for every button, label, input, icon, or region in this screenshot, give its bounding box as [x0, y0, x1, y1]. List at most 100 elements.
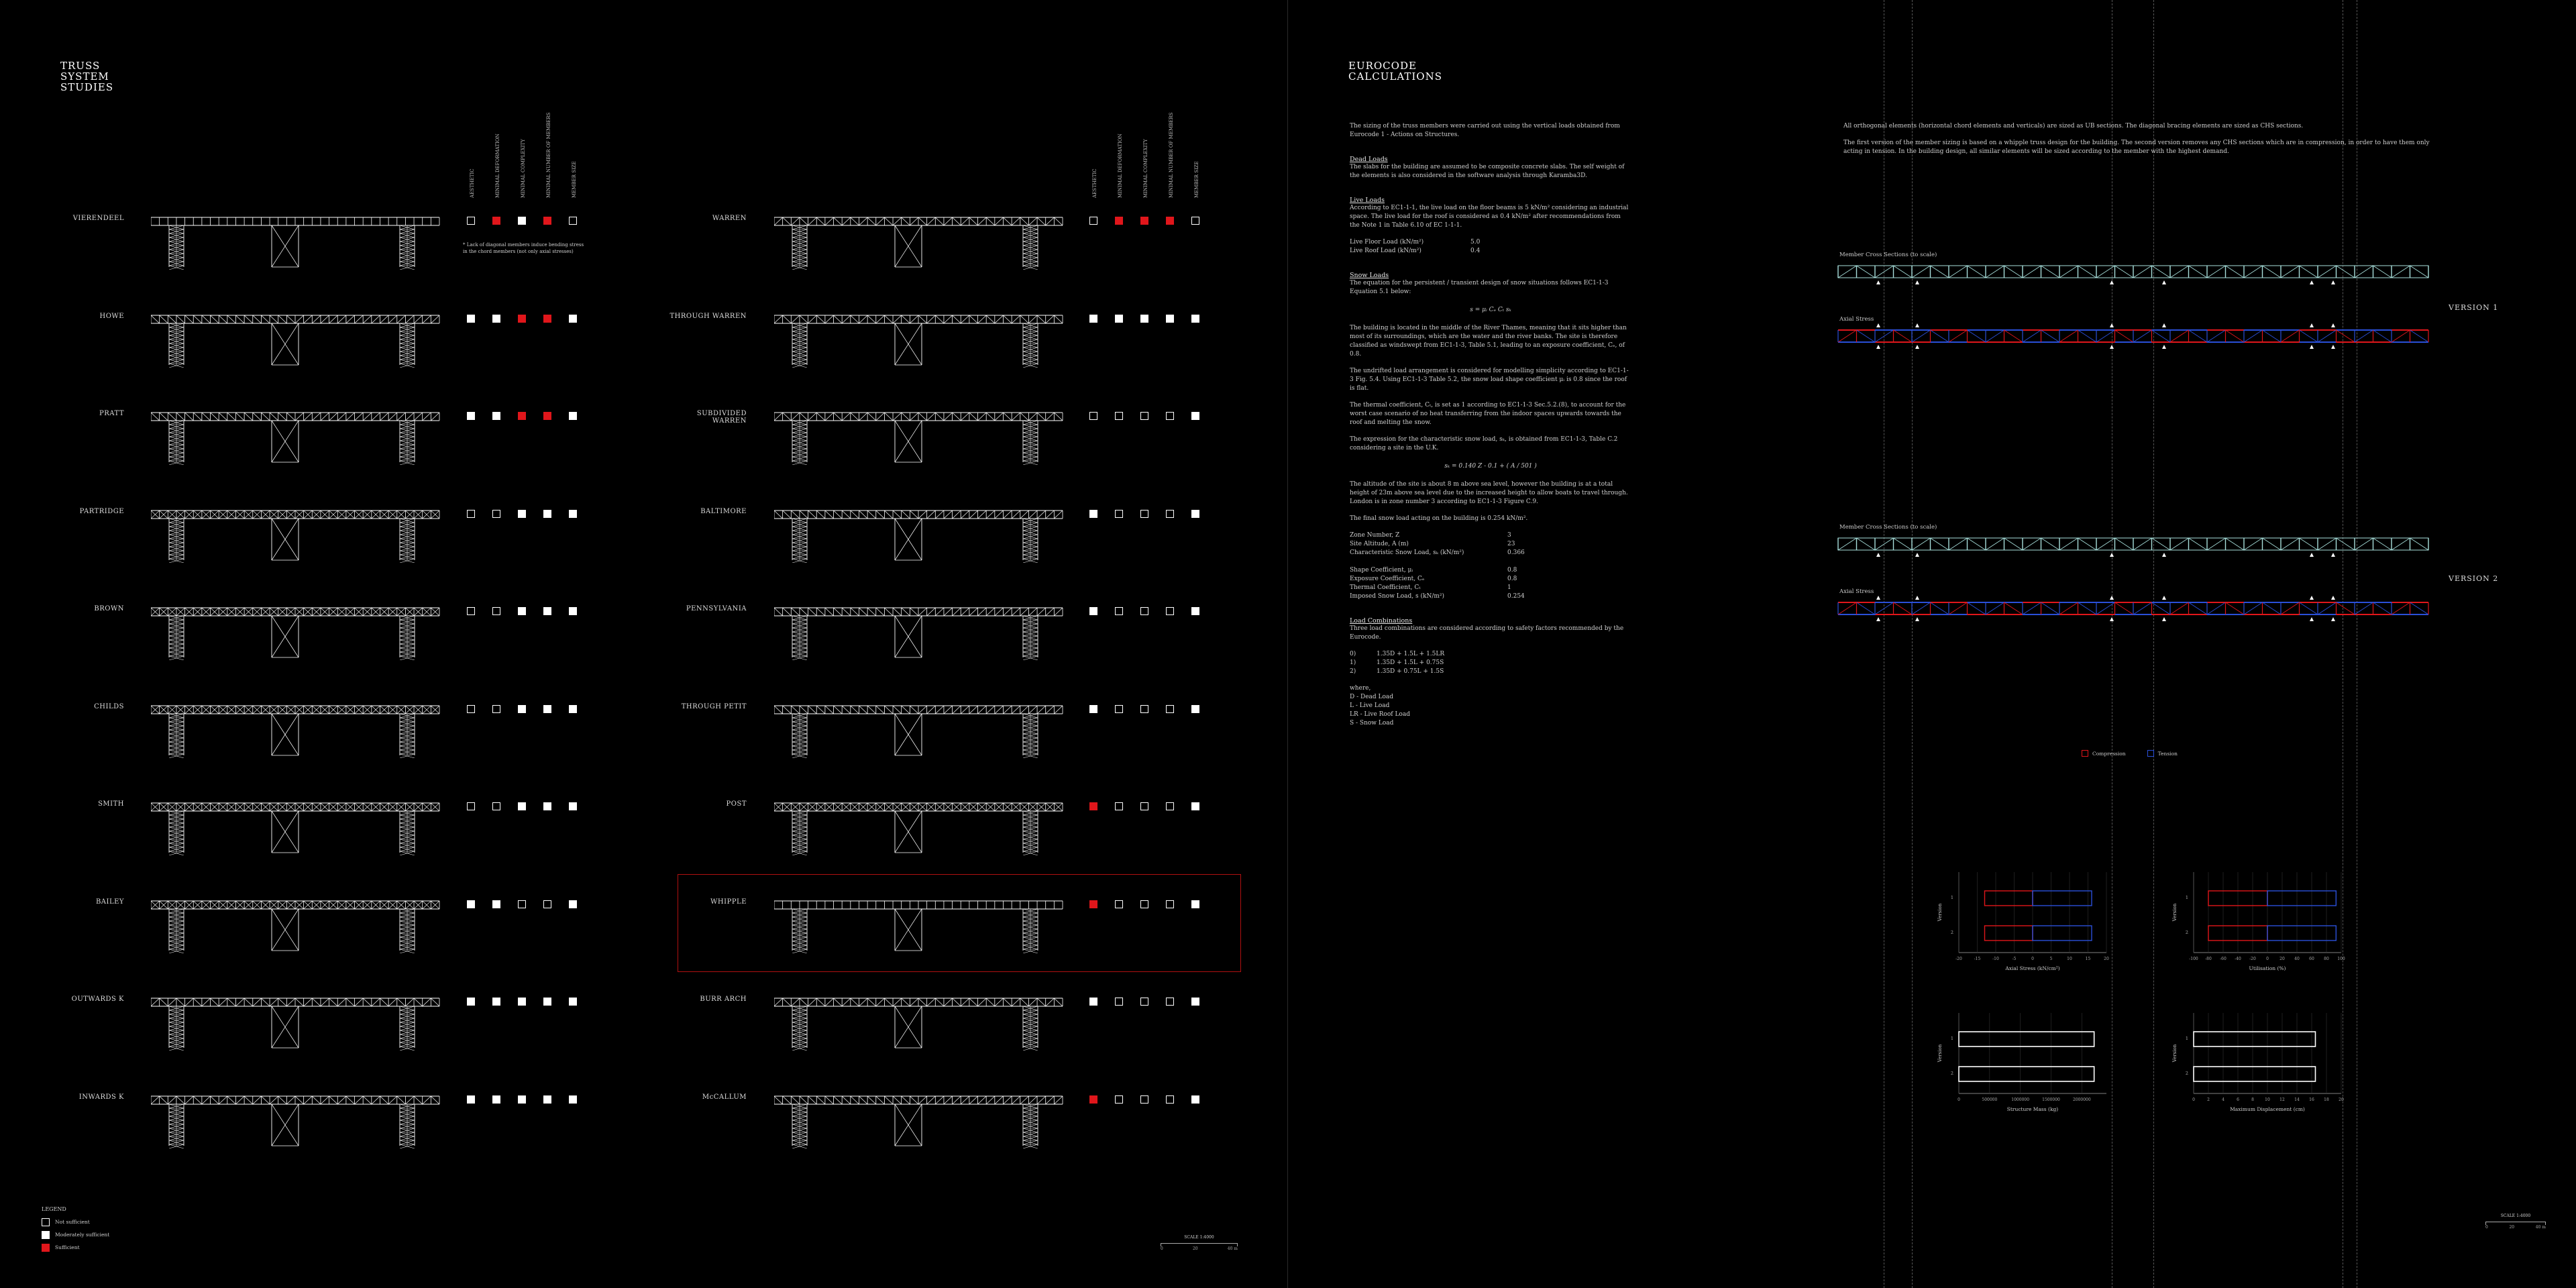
diagonal-member — [799, 510, 808, 519]
bar — [2193, 1066, 2316, 1082]
axial-diagonal — [1985, 602, 2004, 615]
diagonal-member — [850, 412, 859, 421]
axial-diagonal — [2206, 329, 2226, 343]
diagonal-member — [901, 802, 910, 812]
support-icon — [2110, 345, 2114, 349]
diagonal-member — [184, 607, 194, 616]
diagonal-member — [176, 998, 185, 1007]
rating-square-none — [1140, 412, 1148, 420]
diagram-label: Member Cross Sections (to scale) — [1839, 251, 1937, 258]
column-brace — [271, 1104, 299, 1146]
rating-square-none — [492, 802, 500, 810]
axial-diagonal — [2133, 329, 2152, 343]
axial-diagonal — [2022, 602, 2041, 615]
diagonal-member — [413, 607, 423, 616]
diagonal-member — [354, 705, 364, 714]
diagonal-member — [380, 412, 389, 421]
diagonal-member — [193, 412, 203, 421]
bar-tension — [2032, 890, 2092, 906]
kv-row — [1350, 557, 1631, 566]
member-cs-diagonal — [2114, 265, 2134, 278]
stress-legend: Compression Tension — [2082, 750, 2178, 757]
diagonal-member — [362, 510, 372, 519]
x-tick-label: 1000000 — [2011, 1097, 2029, 1102]
member-cs-diagonal — [1893, 265, 1913, 278]
diagonal-member — [884, 510, 894, 519]
diagonal-member — [431, 802, 440, 812]
axial-diagonal — [2206, 602, 2226, 615]
diagonal-member — [782, 998, 792, 1007]
diagonal-member — [210, 412, 219, 421]
diagonal-member — [354, 607, 364, 616]
diagonal-member — [396, 900, 406, 909]
diagonal-member — [151, 900, 160, 909]
member-cs-diagonal — [2096, 265, 2115, 278]
rating-square-none — [1140, 802, 1148, 810]
column-rung — [1022, 753, 1038, 758]
diagonal-member — [380, 607, 389, 616]
x-tick-label: 2 — [2207, 1097, 2210, 1102]
diagonal-member — [151, 315, 160, 323]
member-cs-diagonal — [2188, 537, 2208, 551]
diagonal-member — [867, 607, 877, 616]
criterion-header: MINIMAL COMPLEXITY — [1143, 139, 1148, 198]
diagonal-member — [859, 607, 868, 616]
rating-square-white — [518, 704, 526, 713]
diagonal-member — [388, 607, 397, 616]
load-combinations-text: Three load combinations are considered a… — [1350, 625, 1624, 641]
diagonal-member — [193, 998, 203, 1007]
diagonal-member — [774, 412, 783, 421]
x-tick-label: 18 — [2324, 1097, 2329, 1102]
diagonal-member — [413, 412, 423, 421]
diagonal-member — [926, 412, 936, 421]
diagonal-member — [875, 412, 885, 421]
diagonal-member — [388, 998, 398, 1007]
axial-diagonal — [2410, 329, 2429, 343]
diagonal-member — [405, 510, 415, 519]
note-line: * Lack of diagonal members induce bendin… — [463, 242, 584, 248]
diagonal-member — [252, 1095, 262, 1104]
diagonal-member — [329, 315, 338, 323]
support-icon — [2110, 553, 2114, 557]
rating-square-white — [467, 1095, 475, 1104]
snow-text: The undrifted load arrangement is consid… — [1350, 368, 1629, 392]
diagonal-member — [168, 705, 177, 714]
rating-square-none — [1166, 704, 1174, 713]
diagonal-member — [1045, 412, 1055, 421]
x-tick-label: 60 — [2309, 957, 2314, 961]
diagonal-member — [1036, 998, 1046, 1007]
axial-diagonal — [2410, 602, 2429, 615]
diagonal-member — [850, 705, 859, 714]
axial-diagonal — [2299, 329, 2318, 343]
diagonal-member — [329, 900, 338, 909]
kv-key: Exposure Coefficient, Cₑ — [1350, 576, 1425, 582]
support-icon — [2110, 596, 2114, 600]
diagonal-member — [774, 315, 783, 323]
diagonal-member — [774, 998, 783, 1007]
diagonal-member — [969, 705, 978, 714]
diagonal-member — [850, 510, 859, 519]
legend-item: Moderately sufficient — [42, 1230, 109, 1239]
member-cs-diagonal — [2096, 537, 2115, 551]
axial-diagonal — [2317, 602, 2337, 615]
diagonal-member — [252, 705, 262, 714]
diagonal-member — [799, 412, 808, 421]
criterion-header: MINIMAL DEFORMATION — [495, 133, 500, 198]
kv-value: 1.35D + 1.5L + 1.5LR — [1377, 651, 1445, 657]
diagonal-member — [218, 607, 228, 616]
right-title: EUROCODE CALCULATIONS — [1348, 60, 1442, 82]
diagonal-member — [884, 412, 894, 421]
diagonal-member — [1054, 802, 1063, 812]
bar-compression — [1984, 890, 2033, 906]
member-cs-diagonal — [1874, 265, 1894, 278]
diagonal-member — [345, 802, 355, 812]
member-cs-diagonal — [2354, 537, 2373, 551]
diagonal-member — [388, 705, 397, 714]
diagonal-member — [799, 217, 808, 226]
rating-square-none — [569, 217, 577, 225]
rating-square-none — [467, 607, 475, 615]
live-loads-text: According to EC1-1-1, the live load on t… — [1350, 205, 1629, 229]
member-cs-diagonal — [2059, 265, 2078, 278]
